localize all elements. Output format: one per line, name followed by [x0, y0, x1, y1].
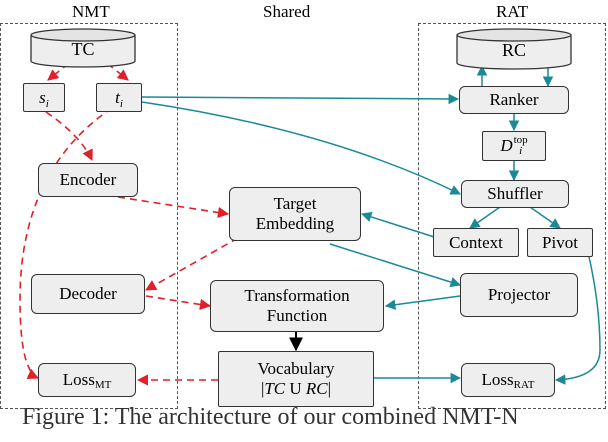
vocabulary-line1: Vocabulary [257, 359, 335, 378]
vocabulary-tc: TC [264, 379, 286, 398]
d-base: D [500, 136, 513, 155]
arrow-embedding-to-projector [329, 243, 462, 288]
arrow-ti-to-shuffler [141, 101, 461, 195]
vocabulary-union: U [285, 379, 306, 398]
context-node: Context [433, 228, 519, 257]
nmt-region [0, 23, 178, 409]
arrow-embedding-to-decoder [145, 237, 239, 291]
rc-label: RC [501, 40, 526, 60]
pivot-node: Pivot [527, 228, 593, 257]
vocabulary-rc: RC [305, 379, 328, 398]
loss-rat-sub: RAT [513, 379, 535, 391]
figure-caption: Figure 1: The architecture of our combin… [22, 404, 519, 430]
si-base: s [39, 87, 46, 107]
shuffler-node: Shuffler [461, 180, 569, 208]
loss-mt-sub: MT [94, 379, 112, 391]
rat-region [418, 23, 606, 409]
loss-mt-base: Loss [62, 370, 95, 389]
vocabulary-node: Vocabulary |TC U RC| [218, 351, 374, 407]
loss-rat-base: Loss [481, 370, 514, 389]
vocabulary-bar-left: | [260, 379, 265, 398]
arrow-encoder-to-embedding [117, 196, 230, 218]
vocabulary-line2: |TC U RC| [261, 379, 331, 399]
transformation-line2: Function [266, 306, 328, 325]
ti-sub: i [119, 97, 123, 110]
arrow-pivot-to-lossrat [554, 243, 601, 385]
si-sub: i [45, 97, 49, 110]
tc-label: TC [71, 39, 95, 59]
tc-database: TC [29, 27, 137, 69]
ti-base: t [115, 87, 120, 107]
database-cylinder-icon [30, 28, 136, 68]
top-retrieved-node: D top i [482, 131, 546, 161]
target-embedding-line1: Target [273, 194, 317, 213]
d-sup: top [513, 134, 528, 146]
encoder-node: Encoder [38, 163, 138, 197]
d-sub: i [519, 145, 523, 157]
ranker-node: Ranker [459, 86, 569, 114]
rc-database: RC [455, 27, 573, 71]
arrow-si-to-encoder [45, 111, 93, 162]
database-cylinder-icon [456, 28, 572, 70]
rat-column-title: RAT [496, 2, 529, 21]
decoder-node: Decoder [31, 274, 145, 314]
target-embedding-node: Target Embedding [229, 187, 361, 241]
shared-column-title: Shared [263, 2, 311, 21]
target-embedding-line2: Embedding [255, 214, 335, 233]
arrow-shuffler-to-context [469, 206, 501, 229]
arrow-decoder-to-transformation [145, 295, 212, 310]
arrow-ti-to-ranker [141, 93, 460, 105]
vocabulary-bar-right: | [327, 379, 332, 398]
arrow-ti-to-lossmt [19, 107, 113, 380]
transformation-line1: Transformation [244, 286, 350, 305]
arrow-projector-to-transformation [384, 295, 461, 310]
arrow-shuffler-to-pivot [529, 206, 561, 229]
projector-node: Projector [460, 273, 578, 317]
transformation-function-node: Transformation Function [210, 280, 384, 332]
nmt-column-title: NMT [72, 2, 110, 21]
